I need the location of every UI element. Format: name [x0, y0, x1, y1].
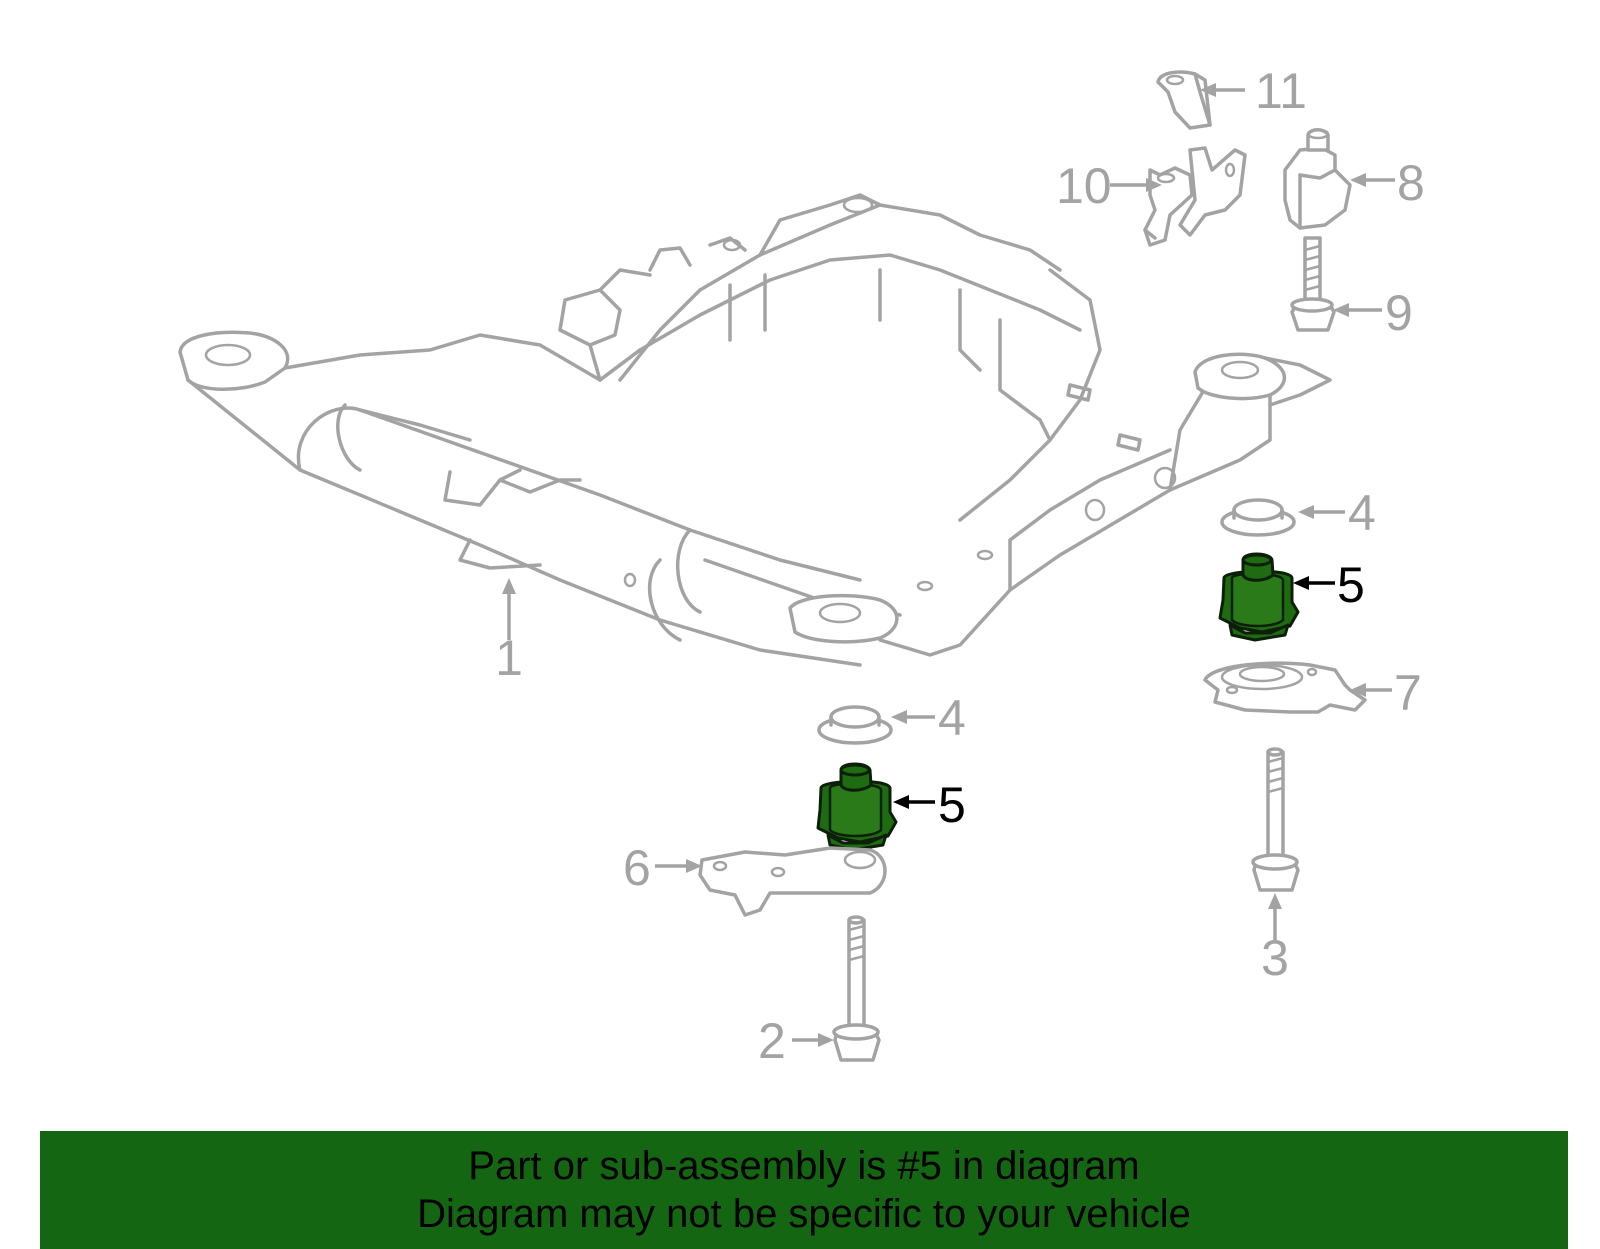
bushing-part-5-left: [816, 762, 898, 852]
bolt-part-9: [1290, 236, 1336, 332]
mount-part-8: [1283, 128, 1352, 230]
bolt-part-2: [832, 915, 881, 1062]
callout-8: 8: [1397, 155, 1425, 211]
banner-line-1: Part or sub-assembly is #5 in diagram: [468, 1144, 1140, 1188]
bolt-part-3: [1251, 747, 1300, 892]
callout-5-left: 5: [938, 777, 966, 833]
banner-line-2: Diagram may not be specific to your vehi…: [417, 1192, 1191, 1236]
callout-6: 6: [623, 840, 651, 896]
subframe-part-1: [178, 193, 1332, 667]
bracket-part-11: [1156, 70, 1212, 130]
callout-2: 2: [758, 1013, 786, 1069]
callout-4-right: 4: [1348, 485, 1376, 541]
bracket-part-10: [1143, 146, 1247, 247]
bushing-part-5-right: [1218, 552, 1300, 642]
callout-arrows: [502, 83, 1395, 1047]
callout-4-left: 4: [938, 690, 966, 746]
callout-7: 7: [1394, 665, 1422, 721]
bracket-part-6: [698, 846, 887, 917]
callout-5-right: 5: [1337, 557, 1365, 613]
callout-labels: 1 11 10 8 9 4 5 7 3 4 5 6 2: [495, 63, 1425, 1069]
info-banner: Part or sub-assembly is #5 in diagram Di…: [40, 1131, 1568, 1249]
callout-1: 1: [495, 630, 523, 686]
callout-10: 10: [1056, 158, 1112, 214]
washer-part-4-right: [1220, 498, 1296, 537]
bracket-part-7: [1203, 661, 1367, 714]
washer-part-4-left: [817, 705, 893, 745]
callout-11: 11: [1255, 63, 1307, 119]
callout-3: 3: [1261, 930, 1289, 986]
callout-9: 9: [1385, 285, 1413, 341]
